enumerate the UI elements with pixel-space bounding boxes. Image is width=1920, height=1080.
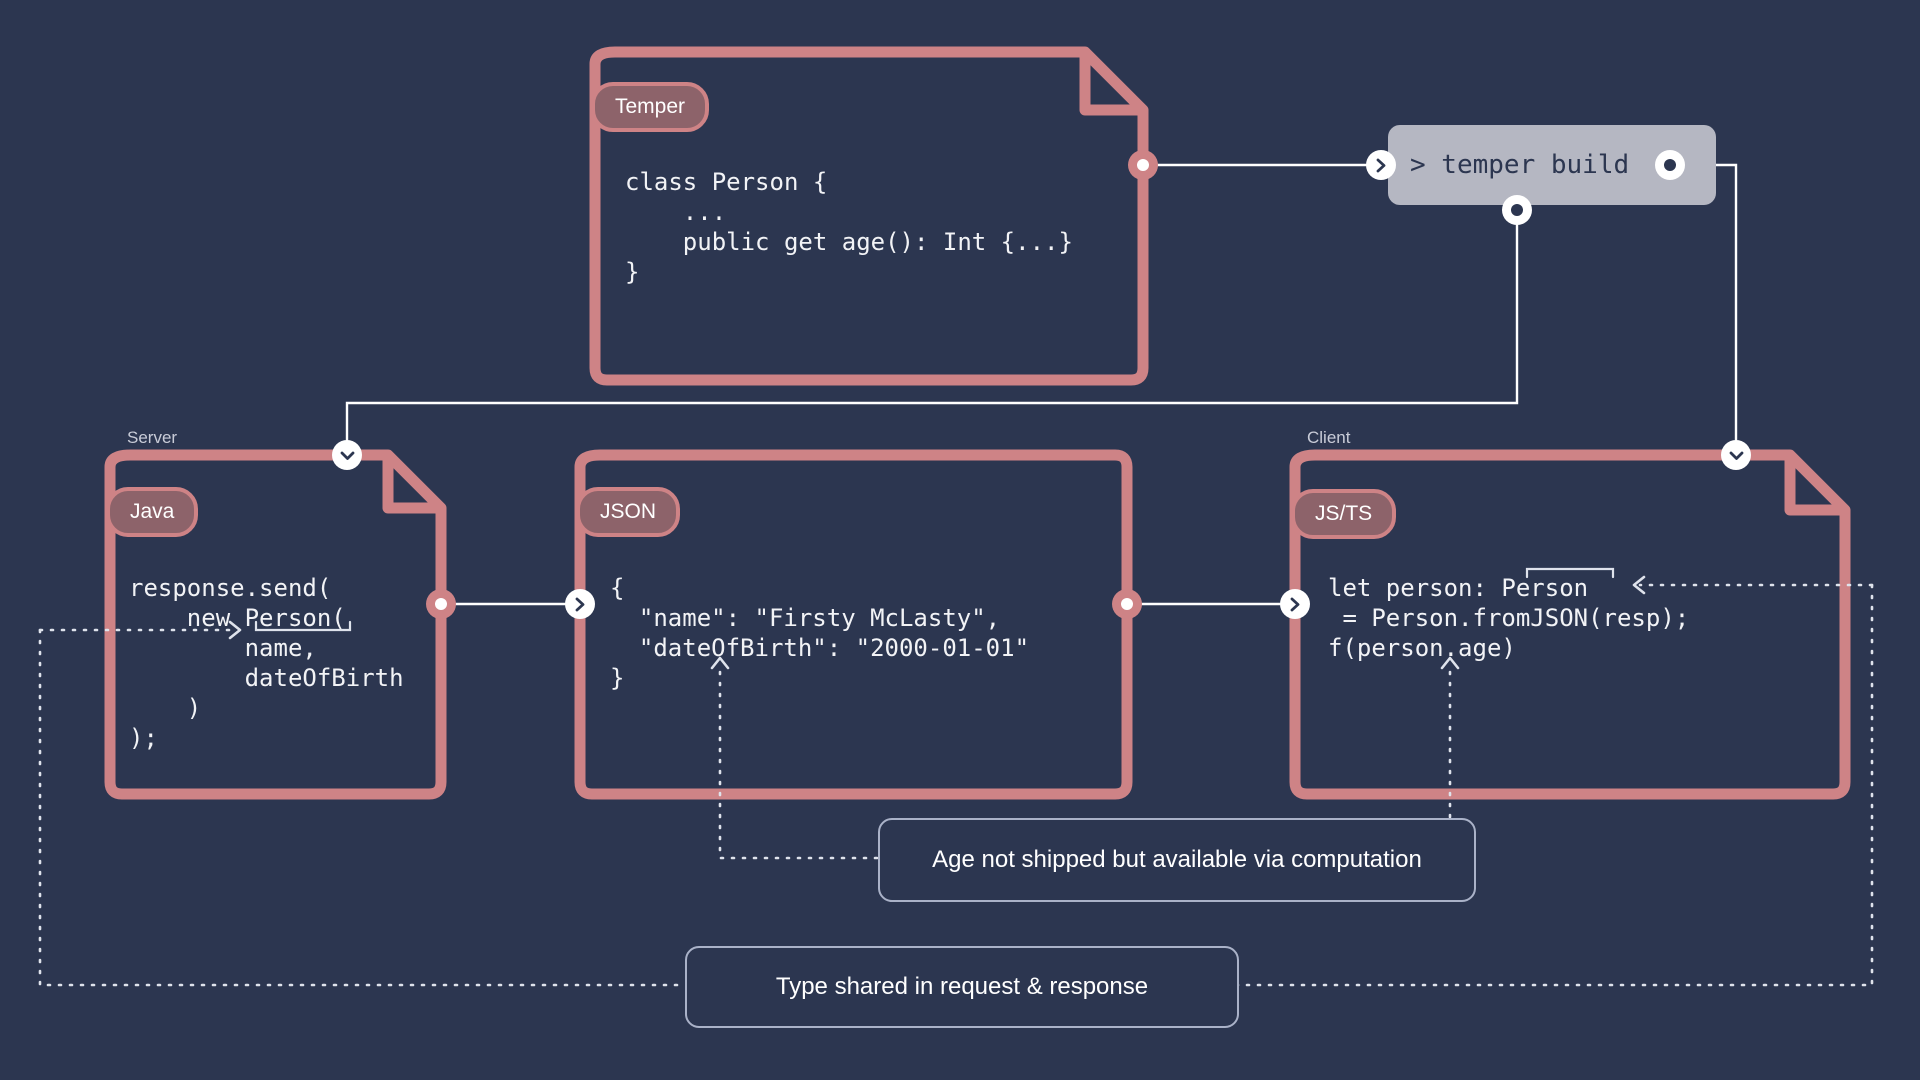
jsts-tag: JS/TS	[1291, 489, 1397, 539]
dotted-person-jsts-arrowhead	[1632, 575, 1646, 595]
chevron-down-icon	[1729, 451, 1743, 460]
port-java-output[interactable]	[426, 589, 456, 619]
port-temper-output[interactable]	[1128, 150, 1158, 180]
port-build-input[interactable]	[1366, 150, 1396, 180]
dotted-type-shared-left	[38, 628, 687, 987]
port-json-output[interactable]	[1112, 589, 1142, 619]
java-code: response.send( new Person( name, dateOfB…	[129, 574, 404, 752]
zone-label-client: Client	[1307, 428, 1351, 447]
json-tag: JSON	[576, 487, 681, 537]
chevron-right-icon	[1376, 158, 1385, 172]
temper-card[interactable]: Temper class Person { ... public get age…	[591, 52, 1143, 380]
temper-build-terminal[interactable]: > temper build	[1388, 125, 1716, 205]
port-server-input[interactable]	[332, 440, 362, 470]
dotted-person-java-arrowhead	[228, 620, 242, 640]
java-card[interactable]: Java response.send( new Person( name, da…	[106, 455, 441, 794]
port-json-input[interactable]	[565, 589, 595, 619]
json-card[interactable]: JSON { "name": "Firsty McLasty", "dateOf…	[576, 455, 1127, 794]
wire-build-to-server	[345, 210, 1519, 455]
zone-label-server: Server	[127, 428, 178, 447]
json-code: { "name": "Firsty McLasty", "dateOfBirth…	[610, 574, 1030, 692]
callout-type-shared[interactable]: Type shared in request & response	[685, 946, 1239, 1028]
jsts-card-fold	[1784, 455, 1845, 516]
chevron-right-icon	[1290, 597, 1299, 611]
chevron-down-icon	[340, 451, 354, 460]
temper-card-fold	[1079, 52, 1143, 116]
jsts-card[interactable]: JS/TS let person: Person = Person.fromJS…	[1291, 455, 1845, 794]
bracket-java-person	[254, 620, 352, 632]
dotted-jsts-to-age-arrowhead	[1440, 656, 1460, 670]
dotted-type-shared-right	[1008, 583, 1874, 987]
port-build-output-bottom[interactable]	[1502, 195, 1532, 225]
temper-tag: Temper	[591, 82, 710, 132]
dotted-json-to-age-arrowhead	[710, 656, 730, 670]
callout-age-not-shipped[interactable]: Age not shipped but available via comput…	[878, 818, 1476, 902]
bracket-jsts-person	[1525, 567, 1615, 579]
java-tag: Java	[106, 487, 199, 537]
json-card-outline	[574, 449, 1133, 800]
jsts-card-outline	[1289, 449, 1851, 800]
dotted-json-to-age	[718, 670, 880, 860]
port-client-input[interactable]	[1721, 440, 1751, 470]
chevron-right-icon	[575, 597, 584, 611]
temper-build-label: > temper build	[1410, 150, 1630, 180]
jsts-code: let person: Person = Person.fromJSON(res…	[1328, 574, 1690, 662]
temper-card-outline	[589, 46, 1149, 386]
port-build-output-right[interactable]	[1655, 150, 1685, 180]
wire-build-to-client	[1670, 163, 1738, 455]
port-jsts-input[interactable]	[1280, 589, 1310, 619]
java-card-outline	[104, 449, 447, 800]
java-card-fold	[382, 455, 441, 514]
temper-code: class Person { ... public get age(): Int…	[625, 168, 1073, 286]
